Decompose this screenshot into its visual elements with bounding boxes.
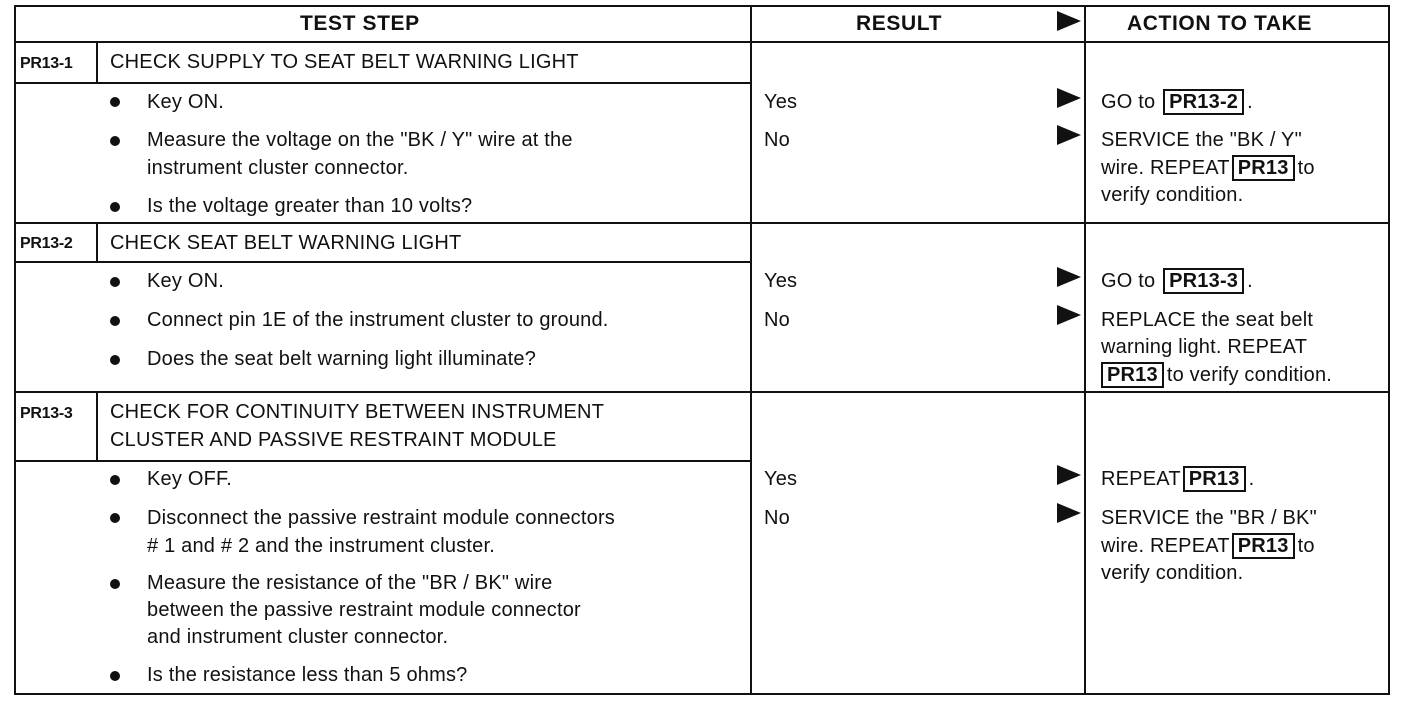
action-text-part: to: [1297, 157, 1315, 179]
result-label: No: [764, 309, 790, 331]
step-instruction: Is the voltage greater than 10 volts?: [147, 195, 473, 217]
result-arrow-icon: [1057, 125, 1081, 145]
action-text-part: .: [1247, 91, 1253, 113]
step-id-divider: [96, 222, 98, 263]
action-text: REPLACE the seat belt: [1101, 309, 1314, 331]
bullet-icon: [110, 513, 120, 523]
step-id-divider: [96, 41, 98, 84]
step-instruction: and instrument cluster connector.: [147, 626, 449, 648]
action-text-part: to verify condition.: [1166, 364, 1333, 386]
table-border-bottom: [14, 693, 1390, 695]
step-instruction: Measure the resistance of the "BR / BK" …: [147, 572, 553, 594]
step-instruction: # 1 and # 2 and the instrument cluster.: [147, 535, 496, 557]
step-title-underline: [14, 261, 752, 263]
step-title: CHECK SUPPLY TO SEAT BELT WARNING LIGHT: [110, 51, 579, 73]
header-test-step: TEST STEP: [300, 12, 420, 35]
action-text-part: GO to: [1101, 91, 1162, 113]
step-reference: PR13-3: [1163, 268, 1245, 294]
step-instruction: Disconnect the passive restraint module …: [147, 507, 616, 529]
action-text-part: .: [1248, 468, 1255, 490]
step-id: PR13-1: [20, 55, 73, 72]
action-text: verify condition.: [1101, 184, 1244, 206]
result-label: No: [764, 129, 790, 151]
column-divider-result: [750, 5, 752, 695]
action-text: verify condition.: [1101, 562, 1244, 584]
bullet-icon: [110, 316, 120, 326]
action-text: SERVICE the "BR / BK": [1101, 507, 1317, 529]
bullet-icon: [110, 475, 120, 485]
bullet-icon: [110, 136, 120, 146]
result-arrow-icon: [1057, 465, 1081, 485]
column-divider-action: [1084, 5, 1086, 695]
header-arrow-icon: [1057, 11, 1081, 31]
result-arrow-icon: [1057, 305, 1081, 325]
step-instruction: Key OFF.: [147, 468, 232, 490]
step-instruction: Connect pin 1E of the instrument cluster…: [147, 309, 609, 331]
bullet-icon: [110, 671, 120, 681]
step-reference: PR13: [1182, 466, 1246, 492]
step-id-divider: [96, 391, 98, 462]
step-title-underline: [14, 460, 752, 462]
section-divider: [14, 222, 1390, 224]
step-id: PR13-2: [20, 235, 73, 252]
step-instruction: Key ON.: [147, 91, 224, 113]
step-reference: PR13: [1231, 155, 1295, 181]
step-instruction: instrument cluster connector.: [147, 157, 409, 179]
bullet-icon: [110, 97, 120, 107]
header-result: RESULT: [856, 12, 943, 35]
action-text-part: REPEAT: [1101, 468, 1181, 490]
bullet-icon: [110, 355, 120, 365]
action-text-part: wire. REPEAT: [1101, 157, 1230, 179]
step-title: CLUSTER AND PASSIVE RESTRAINT MODULE: [110, 429, 557, 451]
step-id: PR13-3: [20, 405, 73, 422]
header-action: ACTION TO TAKE: [1127, 12, 1312, 35]
action-text-part: .: [1247, 270, 1253, 292]
step-title-underline: [14, 82, 752, 84]
action-text: GO to PR13-2.: [1101, 88, 1253, 116]
table-border-right: [1388, 5, 1390, 695]
result-label: No: [764, 507, 790, 529]
step-instruction: Key ON.: [147, 270, 224, 292]
action-text: GO to PR13-3.: [1101, 267, 1253, 295]
step-reference: PR13: [1231, 533, 1295, 559]
step-reference: PR13-2: [1163, 89, 1245, 115]
step-instruction: Measure the voltage on the "BK / Y" wire…: [147, 129, 573, 151]
result-arrow-icon: [1057, 88, 1081, 108]
table-border-top: [14, 5, 1390, 7]
section-divider: [14, 391, 1390, 393]
table-border-left: [14, 5, 16, 695]
result-label: Yes: [764, 91, 798, 113]
step-instruction: between the passive restraint module con…: [147, 599, 581, 621]
result-arrow-icon: [1057, 503, 1081, 523]
action-text: SERVICE the "BK / Y": [1101, 129, 1302, 151]
step-title: CHECK FOR CONTINUITY BETWEEN INSTRUMENT: [110, 401, 605, 423]
action-text-part: wire. REPEAT: [1101, 535, 1230, 557]
header-divider: [14, 41, 1390, 43]
step-instruction: Is the resistance less than 5 ohms?: [147, 664, 468, 686]
action-text: warning light. REPEAT: [1101, 336, 1308, 358]
bullet-icon: [110, 579, 120, 589]
result-label: Yes: [764, 270, 798, 292]
action-text-part: GO to: [1101, 270, 1162, 292]
bullet-icon: [110, 202, 120, 212]
result-label: Yes: [764, 468, 798, 490]
result-arrow-icon: [1057, 267, 1081, 287]
step-title: CHECK SEAT BELT WARNING LIGHT: [110, 232, 462, 254]
step-reference: PR13: [1101, 362, 1164, 388]
step-instruction: Does the seat belt warning light illumin…: [147, 348, 537, 370]
action-text-part: to: [1297, 535, 1315, 557]
bullet-icon: [110, 277, 120, 287]
